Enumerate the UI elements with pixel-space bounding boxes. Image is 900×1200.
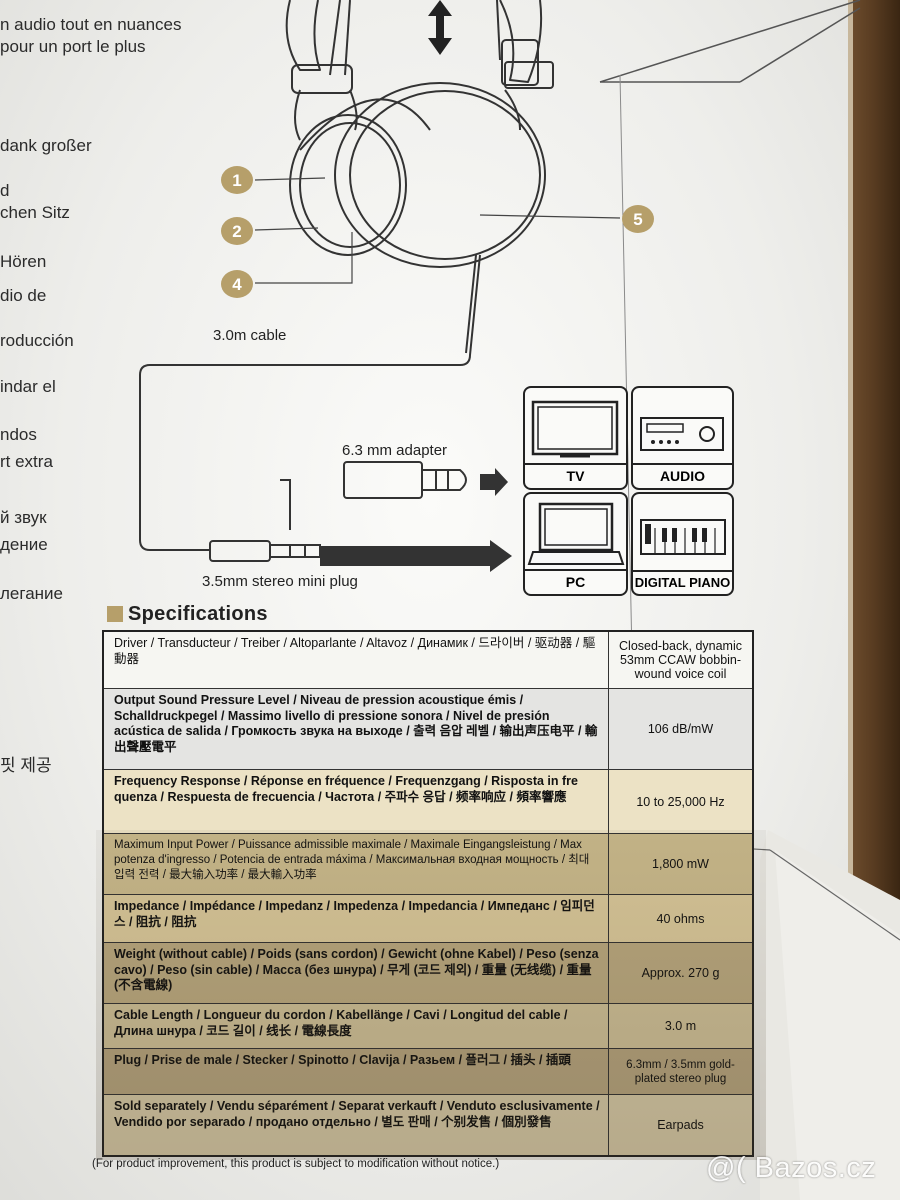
callout-number: 2 <box>232 222 241 241</box>
spec-value: Earpads <box>608 1095 752 1155</box>
spec-label: Driver / Transducteur / Treiber / Altopa… <box>114 636 596 666</box>
spec-label: Cable Length / Longueur du cordon / Kabe… <box>114 1008 568 1038</box>
adapter-label: 6.3 mm adapter <box>342 442 448 459</box>
left-text-line: ndos <box>0 425 37 444</box>
left-text-line: roducción <box>0 331 74 350</box>
cable-label: 3.0m cable <box>213 327 287 344</box>
tv-icon <box>531 400 619 458</box>
spec-label: Sold separately / Vendu séparément / Sep… <box>114 1099 600 1129</box>
left-text-line: dank großer <box>0 136 92 155</box>
spec-value: 6.3mm / 3.5mm gold-plated stereo plug <box>608 1049 752 1094</box>
spec-row: Cable Length / Longueur du cordon / Kabe… <box>104 1004 752 1049</box>
spec-value: Closed-back, dynamic 53mm CCAW bobbin-wo… <box>608 632 752 688</box>
spec-row: Maximum Input Power / Puissance admissib… <box>104 834 752 895</box>
spec-label: Impedance / Impédance / Impedanz / Imped… <box>114 899 595 929</box>
left-text-line: chen Sitz <box>0 203 70 222</box>
keyboard-icon <box>640 519 726 555</box>
plug-label: 3.5mm stereo mini plug <box>202 573 358 590</box>
callout-1: 1 <box>221 166 253 194</box>
callout-4: 4 <box>221 270 253 298</box>
spec-value: 1,800 mW <box>608 834 752 894</box>
device-label: TV <box>525 463 626 484</box>
spec-row: Sold separately / Vendu séparément / Sep… <box>104 1095 752 1155</box>
spec-heading: Specifications <box>128 603 268 625</box>
watermark: @( Bazos.cz <box>706 1152 877 1184</box>
spec-row: Output Sound Pressure Level / Niveau de … <box>104 689 752 770</box>
spec-row: Frequency Response / Réponse en fréquenc… <box>104 770 752 834</box>
left-text-line: легание <box>0 584 63 603</box>
spec-row: Driver / Transducteur / Treiber / Altopa… <box>104 632 752 689</box>
left-text-line: 핏 제공 <box>0 756 52 775</box>
footnote: (For product improvement, this product i… <box>92 1158 500 1170</box>
spec-value: Approx. 270 g <box>608 943 752 1003</box>
spec-label: Weight (without cable) / Poids (sans cor… <box>114 947 599 992</box>
callout-2: 2 <box>221 217 253 245</box>
callout-5: 5 <box>622 205 654 233</box>
audio-receiver-icon <box>640 417 724 451</box>
spec-row: Plug / Prise de male / Stecker / Spinott… <box>104 1049 752 1095</box>
spec-heading-marker <box>107 606 123 622</box>
headphone-diagram <box>139 0 621 551</box>
box-edge-highlight <box>848 0 854 1200</box>
device-label: PC <box>525 569 626 590</box>
left-text-line: pour un port le plus <box>0 37 146 56</box>
left-text-line: n audio tout en nuances <box>0 15 182 34</box>
spec-value: 3.0 m <box>608 1004 752 1048</box>
spec-label: Plug / Prise de male / Stecker / Spinott… <box>114 1053 571 1067</box>
spec-value: 10 to 25,000 Hz <box>608 770 752 833</box>
spec-label: Maximum Input Power / Puissance admissib… <box>114 839 590 881</box>
device-label: DIGITAL PIANO <box>633 570 732 590</box>
left-text-line: Hören <box>0 252 47 271</box>
device-label: AUDIO <box>633 463 732 484</box>
left-text-line: дение <box>0 535 48 554</box>
connector-drawing <box>209 461 512 572</box>
device-tv: TV <box>523 386 628 490</box>
spec-label: Frequency Response / Réponse en fréquenc… <box>114 774 578 804</box>
left-text-line: й звук <box>0 508 47 527</box>
left-text-line: d <box>0 181 10 200</box>
device-audio: AUDIO <box>631 386 734 490</box>
callout-number: 4 <box>232 275 242 294</box>
callout-number: 5 <box>633 210 642 229</box>
device-pc: PC <box>523 492 628 596</box>
spec-label: Output Sound Pressure Level / Niveau de … <box>114 693 598 754</box>
spec-row: Impedance / Impédance / Impedanz / Imped… <box>104 895 752 943</box>
callout-number: 1 <box>232 171 241 190</box>
spec-value: 106 dB/mW <box>608 689 752 769</box>
spec-row: Weight (without cable) / Poids (sans cor… <box>104 943 752 1004</box>
spec-table: Driver / Transducteur / Treiber / Altopa… <box>102 630 754 1157</box>
laptop-icon <box>527 502 625 565</box>
device-digital-piano: DIGITAL PIANO <box>631 492 734 596</box>
left-text-line: dio de <box>0 286 47 305</box>
left-text-line: indar el <box>0 377 56 396</box>
left-text-line: rt extra <box>0 452 53 471</box>
spec-value: 40 ohms <box>608 895 752 942</box>
